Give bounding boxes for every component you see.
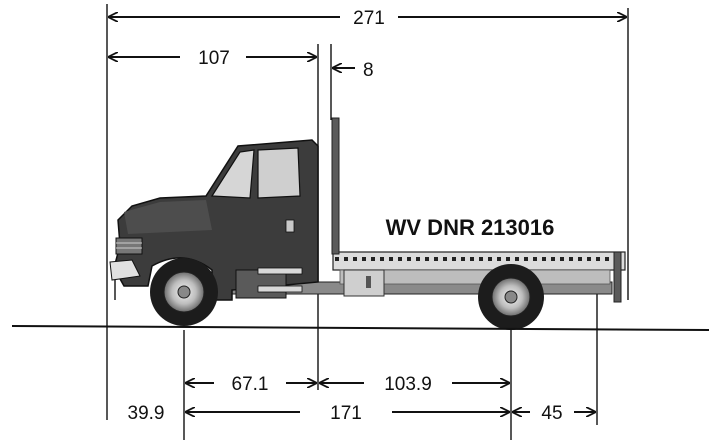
cab-to-rear-axle-label: 103.9 (384, 374, 432, 395)
front-wheel-icon (150, 258, 218, 326)
front-to-cab-label: 107 (198, 48, 230, 69)
rear-wheel-icon (478, 264, 544, 330)
front-overhang-label: 39.9 (128, 403, 165, 424)
dimension-overall-length: 271 (109, 8, 626, 29)
truck-icon (109, 117, 626, 330)
dimension-wheelbase-row: 39.9 171 45 (128, 403, 595, 424)
overall-length-label: 271 (353, 8, 385, 29)
ground-line (11, 325, 709, 331)
wheelbase-label: 171 (330, 403, 362, 424)
vehicle-id-label: WV DNR 213016 (386, 215, 555, 240)
rear-overhang-label: 45 (541, 403, 562, 424)
dimension-cab-gap: 8 (333, 60, 374, 81)
dimension-cab-to-axles: 67.1 103.9 (186, 374, 509, 395)
cab-gap-label: 8 (363, 60, 374, 81)
cab-to-front-axle-label: 67.1 (232, 374, 269, 395)
dimension-front-to-cab: 107 (109, 48, 316, 69)
